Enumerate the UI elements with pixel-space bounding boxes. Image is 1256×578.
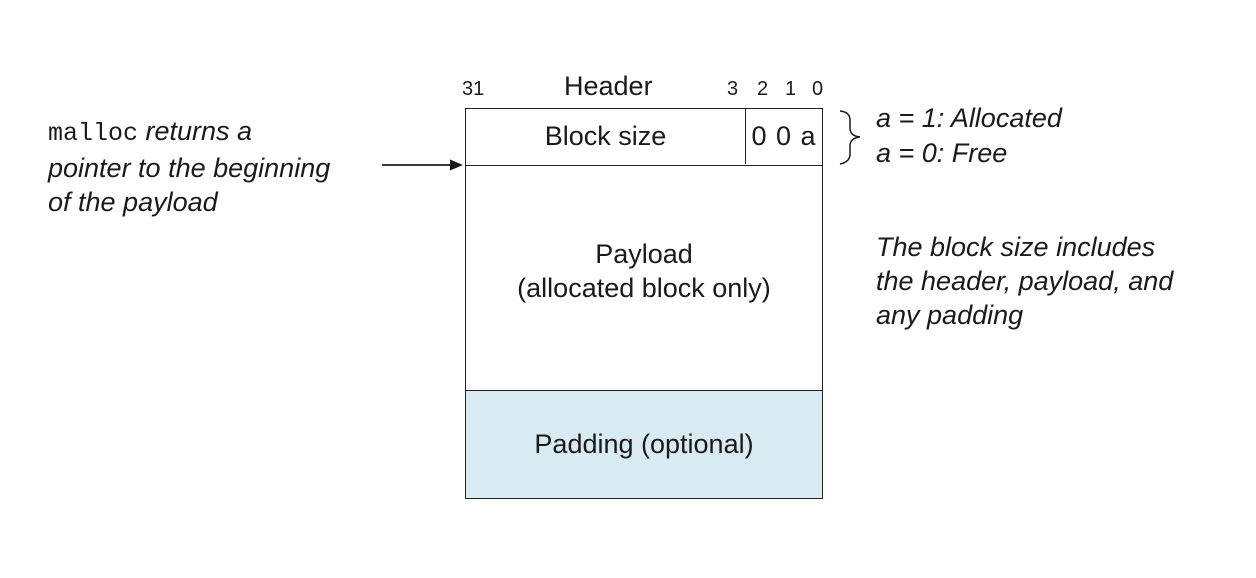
block-size-field: Block size — [466, 109, 746, 164]
header-title: Header — [564, 71, 653, 101]
bit-label-0: 0 — [812, 78, 824, 100]
bit-label-1: 1 — [785, 78, 797, 100]
flag-brace — [839, 110, 861, 165]
malloc-note-line-3: of the payload — [48, 187, 218, 217]
malloc-note: malloc returns a pointer to the beginnin… — [48, 114, 330, 219]
legend-allocated: a = 1: Allocated — [876, 103, 1062, 133]
size-note: The block size includes the header, payl… — [876, 230, 1173, 332]
payload-region: Payload (allocated block only) — [466, 166, 822, 391]
malloc-code: malloc — [48, 119, 139, 148]
size-note-line-1: The block size includes — [876, 232, 1156, 262]
flag-bits-field: 0 0 a — [751, 121, 817, 151]
bit-label-31: 31 — [462, 78, 485, 100]
bit-label-2: 2 — [757, 78, 769, 100]
malloc-note-line-1-text: returns a — [138, 116, 253, 146]
heap-block: Block size 0 0 a Payload (allocated bloc… — [465, 108, 823, 499]
payload-label: Payload — [595, 239, 693, 269]
header-row: Block size 0 0 a — [466, 109, 822, 166]
size-note-line-3: any padding — [876, 300, 1024, 330]
pointer-arrow — [382, 159, 463, 171]
malloc-note-line-1: malloc returns a — [48, 114, 330, 151]
padding-region: Padding (optional) — [466, 391, 822, 498]
bit-label-3: 3 — [727, 78, 739, 100]
legend-free: a = 0: Free — [876, 138, 1008, 168]
payload-sublabel: (allocated block only) — [517, 273, 771, 303]
size-note-line-2: the header, payload, and — [876, 266, 1174, 296]
malloc-note-line-2: pointer to the beginning — [48, 153, 331, 183]
